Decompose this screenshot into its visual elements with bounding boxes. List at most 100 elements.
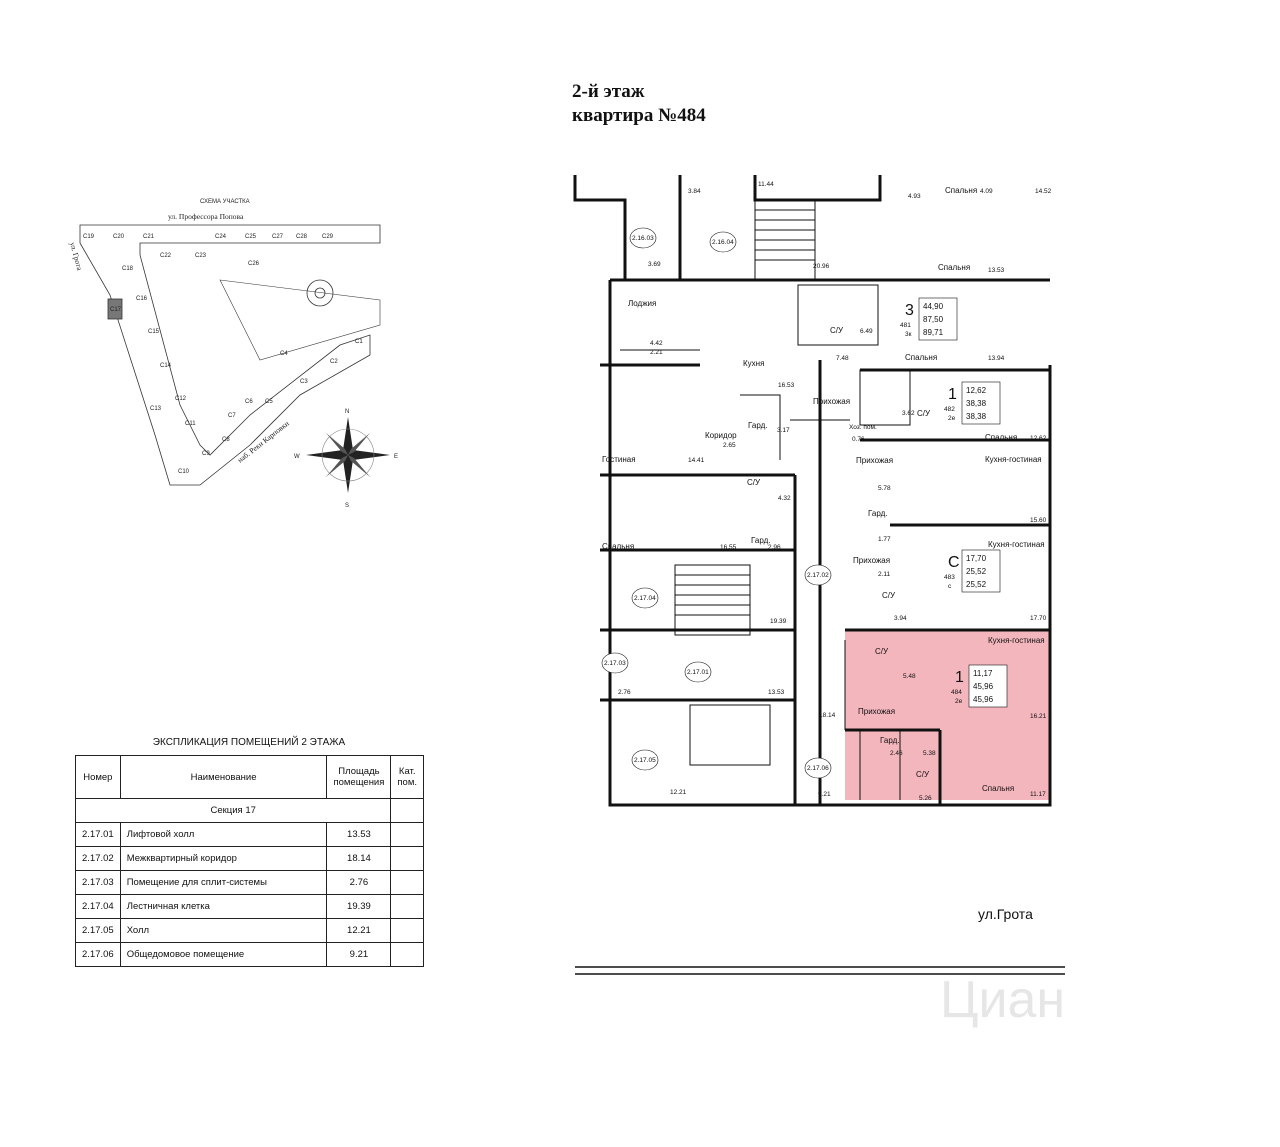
svg-text:Кухня-гостиная: Кухня-гостиная (985, 455, 1042, 464)
svg-text:11.17: 11.17 (1030, 791, 1046, 798)
svg-text:7.48: 7.48 (836, 355, 849, 362)
svg-text:С/У: С/У (747, 478, 761, 487)
svg-text:Спальня: Спальня (985, 433, 1017, 442)
svg-text:482: 482 (944, 406, 955, 413)
header-category: Кат. пом. (390, 755, 424, 799)
section-row: Секция 17 (74, 798, 424, 823)
svg-text:12.21: 12.21 (670, 789, 687, 796)
svg-text:С/У: С/У (917, 409, 931, 418)
svg-text:2.17.06: 2.17.06 (807, 765, 829, 772)
svg-text:С3: С3 (300, 379, 308, 385)
svg-text:Гард.: Гард. (868, 509, 888, 518)
svg-text:2е: 2е (948, 415, 956, 422)
svg-text:Коридор: Коридор (705, 431, 737, 440)
highlighted-section (107, 298, 123, 320)
svg-text:С/У: С/У (916, 770, 930, 779)
svg-text:Кухня: Кухня (743, 359, 764, 368)
svg-text:45,96: 45,96 (973, 682, 994, 691)
svg-text:Прихожая: Прихожая (853, 556, 890, 565)
svg-text:2.17.04: 2.17.04 (634, 595, 656, 602)
svg-text:С15: С15 (148, 329, 160, 335)
svg-text:С19: С19 (83, 234, 95, 240)
svg-text:E: E (394, 454, 398, 460)
svg-text:3.17: 3.17 (777, 427, 790, 434)
room-labels: Спальня Спальня Лоджия Кухня С/У Спальня… (602, 186, 1045, 793)
svg-text:Спальня: Спальня (905, 353, 937, 362)
svg-text:Спальня: Спальня (982, 784, 1014, 793)
svg-text:3.84: 3.84 (688, 188, 701, 195)
svg-text:1: 1 (948, 386, 957, 403)
apartment-title: квартира №484 (572, 105, 706, 126)
svg-text:С5: С5 (265, 399, 273, 405)
svg-text:17.70: 17.70 (1030, 615, 1047, 622)
svg-text:С13: С13 (150, 406, 162, 412)
svg-text:87,50: 87,50 (923, 315, 944, 324)
svg-text:W: W (294, 454, 300, 460)
svg-text:2.21: 2.21 (650, 349, 663, 356)
svg-text:С27: С27 (272, 234, 284, 240)
svg-text:С8: С8 (222, 437, 230, 443)
svg-text:Хоз. пом.: Хоз. пом. (849, 424, 877, 431)
svg-text:Спальня: Спальня (938, 263, 970, 272)
svg-text:2.16.04: 2.16.04 (712, 239, 734, 246)
svg-text:2.96: 2.96 (768, 544, 781, 551)
svg-text:12.62: 12.62 (1030, 435, 1047, 442)
svg-text:38,38: 38,38 (966, 399, 987, 408)
svg-text:2.17.02: 2.17.02 (807, 572, 829, 579)
svg-text:4.09: 4.09 (980, 188, 993, 195)
svg-text:Прихожая: Прихожая (813, 397, 850, 406)
svg-text:19.39: 19.39 (770, 618, 787, 625)
compass-icon: N E S W (294, 409, 398, 509)
svg-text:1.77: 1.77 (878, 536, 891, 543)
svg-text:3: 3 (905, 302, 914, 319)
section-labels: С19 С20 С21 С22 С23 С24 С25 С27 С28 С29 … (83, 234, 363, 475)
svg-text:13.53: 13.53 (768, 689, 785, 696)
svg-text:С6: С6 (245, 399, 253, 405)
svg-text:16.55: 16.55 (720, 544, 737, 551)
svg-text:17,70: 17,70 (966, 554, 987, 563)
svg-text:N: N (345, 409, 349, 415)
room-id-markers: 2.16.03 2.16.04 2.17.02 2.17.04 2.17.03 … (601, 227, 832, 779)
svg-text:С18: С18 (122, 266, 134, 272)
apartment-482-info: 1 482 2е 12,62 38,38 38,38 (944, 381, 1001, 425)
svg-text:20.96: 20.96 (813, 263, 830, 270)
watermark: Циан (940, 971, 1066, 1029)
svg-text:16.21: 16.21 (1030, 713, 1047, 720)
svg-text:3.62: 3.62 (902, 410, 915, 417)
svg-text:12,62: 12,62 (966, 386, 987, 395)
svg-text:С/У: С/У (875, 647, 889, 656)
header-area: Площадь помещения (326, 755, 392, 799)
section-label: Секция 17 (74, 798, 392, 823)
svg-text:с: с (948, 583, 952, 590)
svg-text:С: С (948, 554, 960, 571)
svg-text:С29: С29 (322, 234, 334, 240)
svg-text:С9: С9 (202, 451, 210, 457)
svg-text:Прихожая: Прихожая (856, 456, 893, 465)
svg-text:Спальня: Спальня (602, 542, 634, 551)
svg-text:С11: С11 (185, 421, 196, 427)
apartment-481-info: 3 481 3к 44,90 87,50 89,71 (900, 297, 958, 341)
svg-text:0.76: 0.76 (852, 436, 865, 443)
svg-text:13.53: 13.53 (988, 267, 1005, 274)
header-name: Наименование (119, 755, 328, 799)
svg-text:С1: С1 (355, 339, 363, 345)
svg-text:Кухня-гостиная: Кухня-гостиная (988, 636, 1045, 645)
svg-text:5.38: 5.38 (923, 750, 936, 757)
svg-text:44,90: 44,90 (923, 302, 944, 311)
svg-text:25,52: 25,52 (966, 580, 987, 589)
svg-text:14.52: 14.52 (1035, 188, 1052, 195)
svg-text:483: 483 (944, 574, 955, 581)
apartment-484-info: 1 484 2е 11,17 45,96 45,96 (951, 664, 1008, 708)
svg-text:С28: С28 (296, 234, 308, 240)
svg-text:1: 1 (955, 669, 964, 686)
svg-text:3.69: 3.69 (648, 261, 661, 268)
svg-text:Прихожая: Прихожая (858, 707, 895, 716)
svg-text:С/У: С/У (882, 591, 896, 600)
svg-text:2.17.05: 2.17.05 (634, 757, 656, 764)
svg-text:484: 484 (951, 689, 962, 696)
svg-text:3к: 3к (905, 331, 912, 338)
